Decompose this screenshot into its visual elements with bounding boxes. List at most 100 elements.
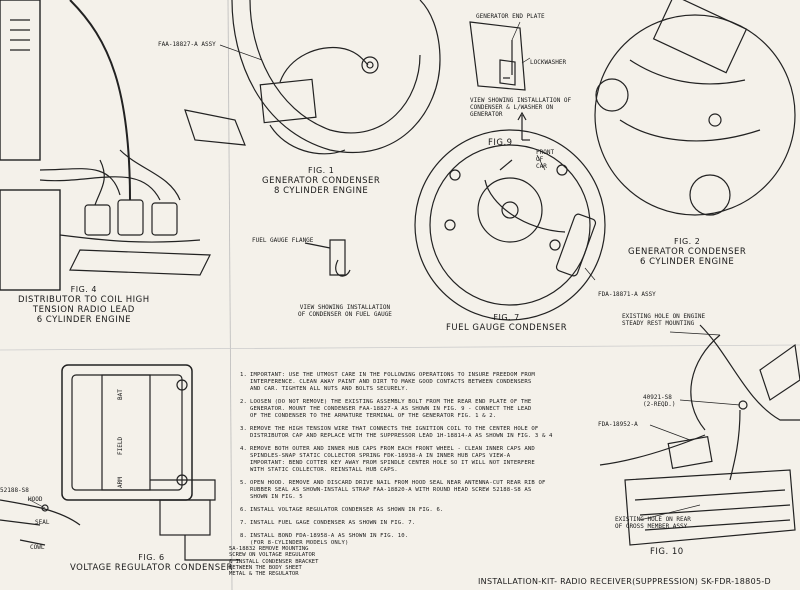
fig10-bolt-part-line1: 40921-S8 (643, 394, 672, 401)
fig1-generator-drawing (184, 0, 441, 155)
installation-instructions: 1.IMPORTANT: USE THE UTMOST CARE IN THE … (240, 372, 590, 553)
fig10-hole1-label: EXISTING HOLE ON ENGINE STEADY REST MOUN… (622, 313, 706, 328)
instruction-number: 1. (240, 372, 248, 378)
fig7-part-label: FDA-18871-A ASSY (598, 291, 656, 298)
fold-line-left (227, 0, 233, 590)
instruction-item: 1.IMPORTANT: USE THE UTMOST CARE IN THE … (240, 372, 590, 393)
fig4-distributor-drawing (0, 0, 211, 291)
fig6-caption-line1: VOLTAGE REGULATOR CONDENSER (70, 562, 233, 573)
instruction-item: 4.REMOVE BOTH OUTER AND INNER HUB CAPS F… (240, 446, 590, 474)
regulator-note-line2: SCREW ON VOLTAGE REGULATOR (229, 552, 316, 559)
fig1-part-label: FAA-18827-A ASSY (158, 41, 216, 48)
instruction-text: OPEN HOOD. REMOVE AND DISCARD DRIVE NAIL… (250, 479, 546, 500)
regulator-field-label: FIELD (117, 436, 124, 455)
fig6-screw-part-label: 52188-S8 (0, 487, 29, 494)
end-plate-view-line2: CONDENSER & L/WASHER ON (470, 103, 554, 111)
instruction-number: 7. (240, 519, 248, 526)
fig1-caption: FIG. 1 GENERATOR CONDENSER 8 CYLINDER EN… (262, 166, 380, 196)
fig2-generator-drawing (594, 0, 796, 216)
fig10-bolt-part-line2: (2-REQD.) (643, 400, 676, 408)
fig10-hole2-line2: OF CROSS MEMBER ASSY (615, 522, 688, 530)
instruction-item: 8.INSTALL BOND FDA-18958-A AS SHOWN IN F… (240, 533, 590, 547)
cowl-label: COWL (30, 544, 45, 551)
fig9-number: FIG.9 (488, 138, 513, 148)
instruction-number: 5. (240, 479, 248, 486)
end-plate-view-caption: VIEW SHOWING INSTALLATION OF CONDENSER &… (470, 97, 572, 119)
fig2-caption-line2: 6 CYLINDER ENGINE (640, 256, 735, 267)
fig7-caption-line1: FUEL GAUGE CONDENSER (446, 322, 568, 333)
regulator-bracket-note: 5A-18832 REMOVE MOUNTING SCREW ON VOLTAG… (229, 546, 318, 578)
fig10-hole1-line1: EXISTING HOLE ON ENGINE (622, 313, 706, 320)
fuel-gauge-flange-drawing (304, 239, 351, 277)
fig1-caption-line2: 8 CYLINDER ENGINE (274, 185, 369, 196)
fig1-caption-line1: GENERATOR CONDENSER (262, 175, 381, 186)
leader-lines (27, 21, 741, 521)
end-plate-view-line3: GENERATOR (470, 110, 503, 118)
instruction-text: INSTALL FUEL GAGE CONDENSER AS SHOWN IN … (250, 519, 416, 526)
instruction-item: 3.REMOVE THE HIGH TENSION WIRE THAT CONN… (240, 426, 590, 440)
end-plate-view-line1: VIEW SHOWING INSTALLATION OF (470, 97, 572, 104)
fig4-caption-line3: 6 CYLINDER ENGINE (36, 314, 131, 325)
fuel-gauge-view-caption: VIEW SHOWING INSTALLATION OF CONDENSER O… (298, 304, 392, 319)
regulator-bat-label: BAT (117, 389, 124, 400)
fig10-hole2-line1: EXISTING HOLE ON REAR (615, 516, 691, 523)
instruction-number: 6. (240, 506, 248, 513)
instruction-text: INSTALL VOLTAGE REGULATOR CONDENSER AS S… (250, 506, 444, 513)
instruction-number: 8. (240, 532, 248, 539)
instruction-item: 7.INSTALL FUEL GAGE CONDENSER AS SHOWN I… (240, 520, 590, 527)
instruction-number: 4. (240, 445, 248, 452)
fig6-caption: FIG. 6 VOLTAGE REGULATOR CONDENSER (70, 553, 233, 573)
instruction-item: 6.INSTALL VOLTAGE REGULATOR CONDENSER AS… (240, 507, 590, 514)
lockwasher-label: LOCKWASHER (530, 59, 567, 66)
fig10-number: FIG. 10 (650, 547, 684, 557)
instruction-text: LOOSEN (DO NOT REMOVE) THE EXISTING ASSE… (250, 398, 532, 419)
instruction-number: 3. (240, 425, 248, 432)
instruction-text: INSTALL BOND FDA-18958-A AS SHOWN IN FIG… (250, 532, 409, 546)
fig2-caption: FIG. 2 GENERATOR CONDENSER 6 CYLINDER EN… (628, 237, 746, 267)
front-of-car-line3: CAR (536, 162, 547, 170)
fig4-number: FIG. 4 (70, 285, 97, 294)
fig4-caption-line2: TENSION RADIO LEAD (32, 304, 135, 315)
fig7-fuel-gauge-drawing (414, 129, 606, 321)
instruction-item: 2.LOOSEN (DO NOT REMOVE) THE EXISTING AS… (240, 399, 590, 420)
front-of-car-line2: OF (536, 155, 544, 163)
fold-line-middle (0, 344, 800, 351)
fig10-engine-mount-drawing (599, 324, 800, 546)
generator-end-plate-label: GENERATOR END PLATE (476, 13, 545, 20)
fuel-gauge-view-line2: OF CONDENSER ON FUEL GAUGE (298, 310, 392, 318)
seal-label: SEAL (35, 519, 50, 526)
instruction-text: REMOVE THE HIGH TENSION WIRE THAT CONNEC… (250, 425, 553, 439)
regulator-arm-label: ARM (117, 477, 124, 488)
fig7-caption: FIG. 7 FUEL GAUGE CONDENSER (446, 313, 567, 333)
fig10-hole1-line2: STEADY REST MOUNTING (622, 319, 695, 327)
fig1-number: FIG. 1 (307, 166, 335, 175)
fuel-gauge-flange-label: FUEL GAUGE FLANGE (252, 237, 314, 244)
instruction-item: 5.OPEN HOOD. REMOVE AND DISCARD DRIVE NA… (240, 480, 590, 501)
fig6-voltage-regulator-drawing (0, 364, 240, 561)
fig2-caption-line1: GENERATOR CONDENSER (628, 246, 747, 257)
fig10-bond-part-label: FDA-18952-A (598, 421, 638, 428)
regulator-note-line3: & INSTALL CONDENSER BRACKET (229, 558, 319, 565)
instruction-number: 2. (240, 398, 248, 405)
front-of-car-label: FRONT OF CAR (536, 149, 555, 171)
front-of-car-arrow (517, 111, 530, 141)
instruction-text: REMOVE BOTH OUTER AND INNER HUB CAPS FRO… (250, 445, 535, 473)
fig10-bolt-part-label: 40921-S8 (2-REQD.) (643, 394, 676, 409)
fig7-number: FIG. 7 (493, 313, 520, 322)
drawing-title-block: INSTALLATION-KIT- RADIO RECEIVER(SUPPRES… (478, 577, 772, 586)
fuel-gauge-view-line1: VIEW SHOWING INSTALLATION (299, 304, 391, 311)
regulator-note-line1: 5A-18832 REMOVE MOUNTING (229, 546, 309, 552)
fig4-caption: FIG. 4 DISTRIBUTOR TO COIL HIGH TENSION … (18, 285, 150, 325)
instruction-text: IMPORTANT: USE THE UTMOST CARE IN THE FO… (250, 372, 535, 392)
regulator-note-line4: BETWEEN THE BODY SHEET (229, 564, 302, 571)
fig6-number: FIG. 6 (138, 553, 165, 562)
end-plate-detail-drawing (469, 21, 526, 91)
hood-label: HOOD (28, 496, 43, 503)
front-of-car-line1: FRONT (536, 149, 555, 156)
fig10-hole2-label: EXISTING HOLE ON REAR OF CROSS MEMBER AS… (615, 516, 691, 531)
regulator-note-line5: METAL & THE REGULATOR (229, 571, 299, 578)
fig4-caption-line1: DISTRIBUTOR TO COIL HIGH (18, 294, 150, 305)
fig2-number: FIG. 2 (673, 237, 701, 246)
